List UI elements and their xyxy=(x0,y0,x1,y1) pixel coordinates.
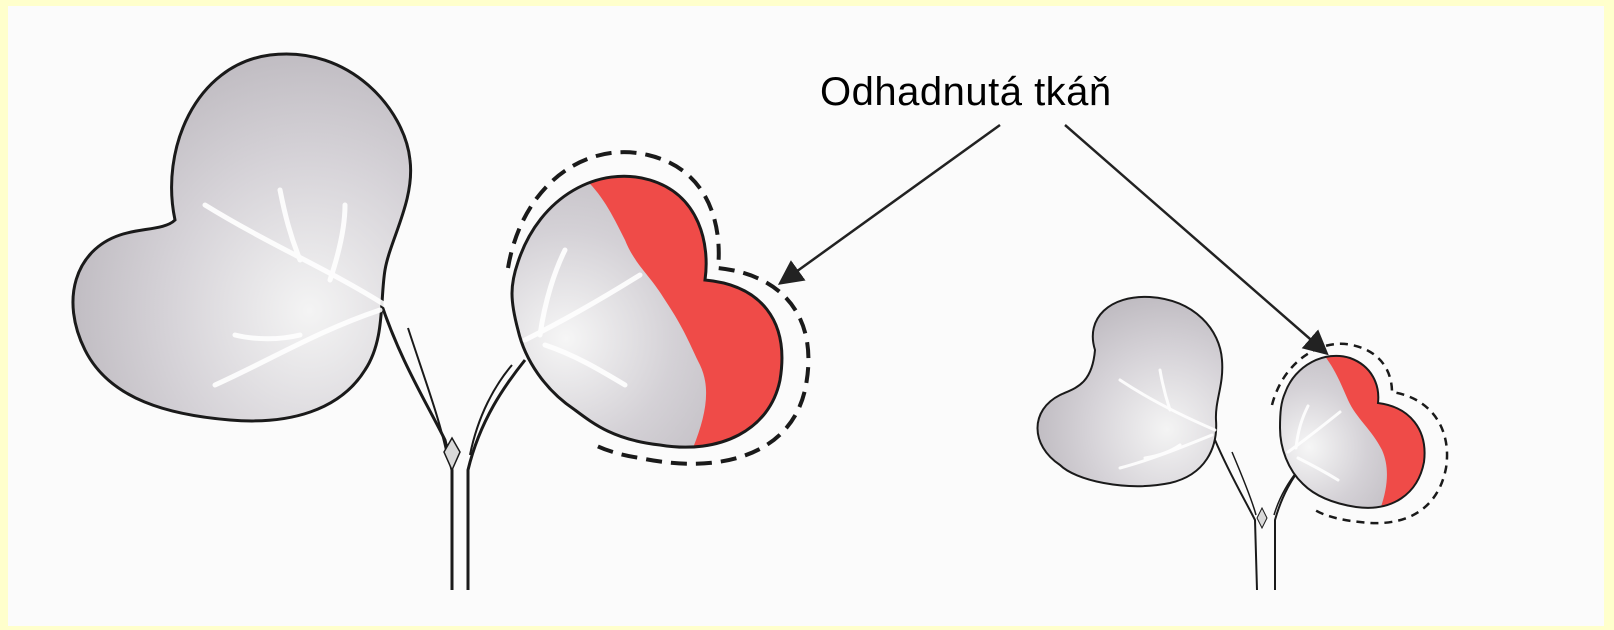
large-seedling xyxy=(73,54,808,590)
small-seedling xyxy=(1038,297,1448,590)
estimated-tissue-label: Odhadnutá tkáň xyxy=(820,70,1112,115)
large-left-cotyledon xyxy=(73,54,411,421)
arrow-to-large-leaf xyxy=(782,125,1000,282)
small-left-cotyledon xyxy=(1038,297,1223,486)
callout-arrows xyxy=(782,125,1325,352)
large-seedling-stem-inner xyxy=(408,328,512,455)
small-seedling-bud xyxy=(1257,508,1267,528)
